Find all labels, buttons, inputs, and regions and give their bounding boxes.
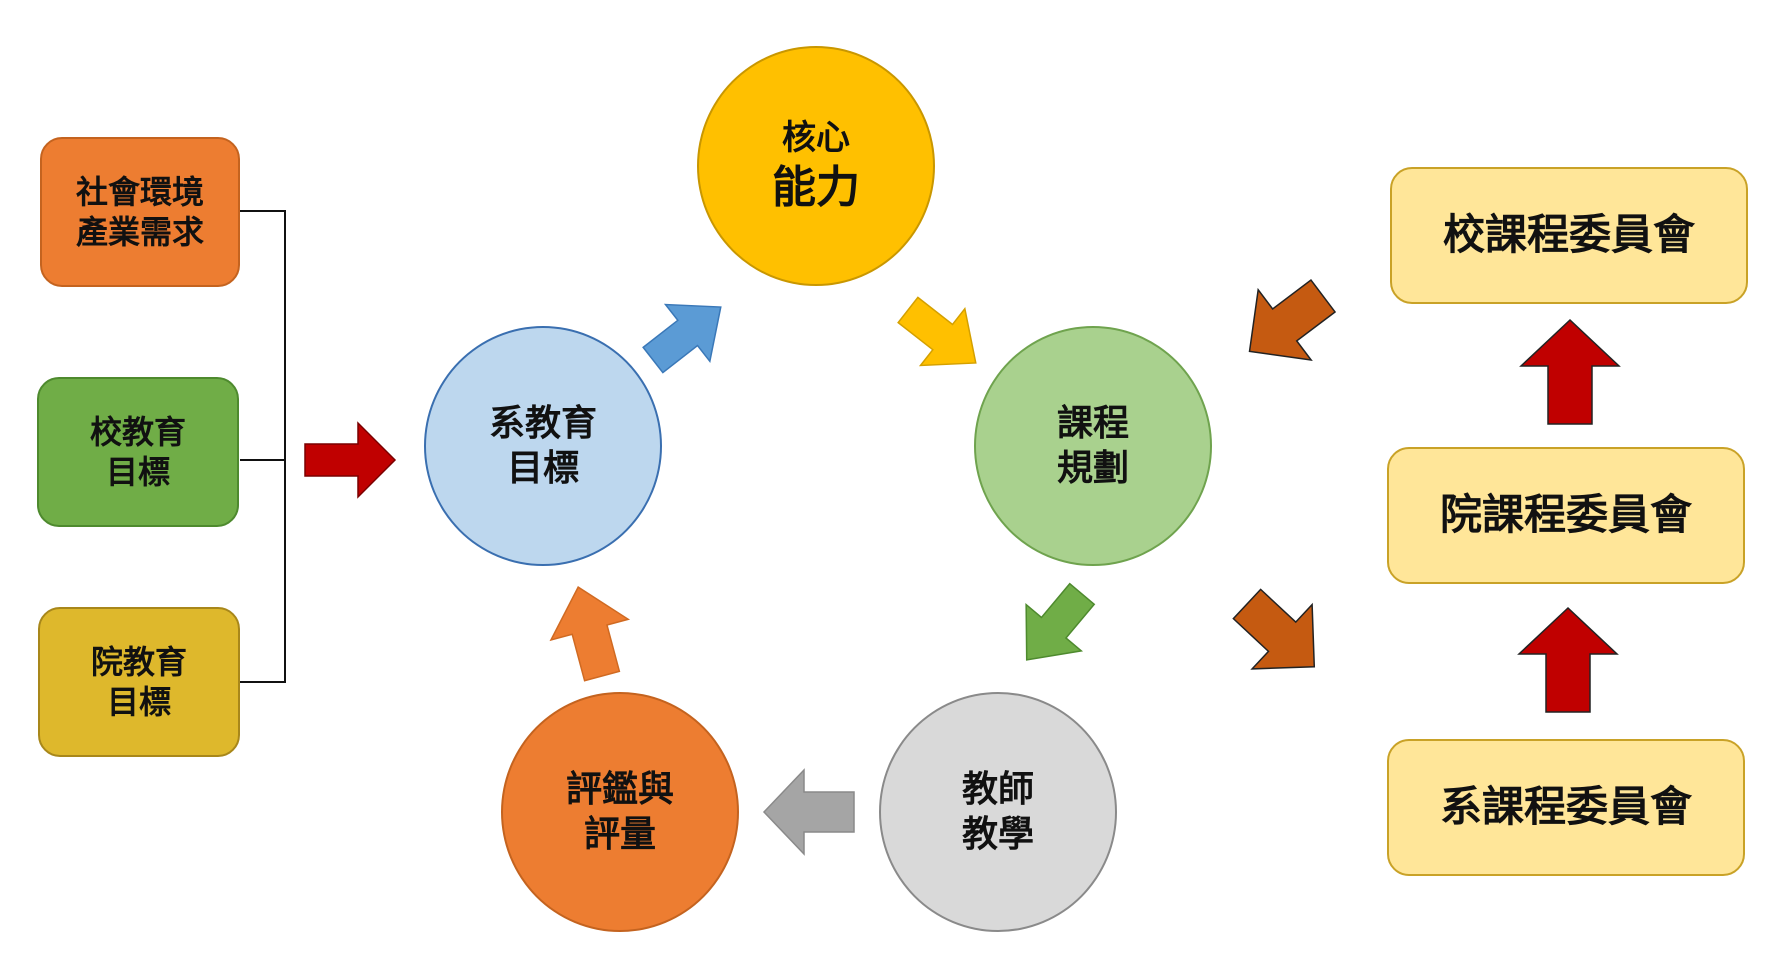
input-box-college-goals: 院教育 目標 <box>38 607 240 757</box>
committee-box-college: 院課程委員會 <box>1387 447 1745 584</box>
committee-box-school: 校課程委員會 <box>1390 167 1748 304</box>
committee-label: 校課程委員會 <box>1442 210 1695 260</box>
circle-label-line: 核心 <box>782 118 850 159</box>
circle-label-line: 系教育 <box>488 403 597 444</box>
input-box-school-goals: 校教育 目標 <box>37 377 239 527</box>
input-box-line: 目標 <box>106 683 171 721</box>
gray-arrow-to-assessment <box>762 768 855 856</box>
circle-assessment: 評鑑與 評量 <box>501 692 739 932</box>
green-arrow-to-teaching <box>1025 582 1096 661</box>
circle-label-line: 評量 <box>583 814 656 855</box>
input-box-line: 院教育 <box>90 643 187 681</box>
orange-arrow-to-dept-goals <box>549 586 631 682</box>
circle-label-line: 教師 <box>961 769 1034 810</box>
blue-arrow-to-core-ability <box>642 303 722 374</box>
input-box-line: 目標 <box>105 453 170 491</box>
committee-label: 系課程委員會 <box>1439 782 1692 832</box>
red-right-arrow <box>304 421 397 499</box>
red-up-arrow-lower <box>1517 606 1619 713</box>
committee-label: 院課程委員會 <box>1439 490 1692 540</box>
brown-arrow-to-committees <box>1232 588 1316 670</box>
input-box-social-industry: 社會環境 產業需求 <box>40 137 240 287</box>
input-box-line: 社會環境 <box>75 173 204 211</box>
circle-label-line: 課程 <box>1056 403 1129 444</box>
yellow-arrow-to-curriculum <box>897 296 977 367</box>
circle-label-line: 教學 <box>961 814 1034 855</box>
circle-label-line: 評鑑與 <box>565 769 674 810</box>
circle-core-ability: 核心 能力 <box>697 46 935 286</box>
circle-label-line: 能力 <box>772 161 860 213</box>
circle-teacher-teaching: 教師 教學 <box>879 692 1117 932</box>
red-up-arrow-upper <box>1519 318 1621 425</box>
circle-curriculum-planning: 課程 規劃 <box>974 326 1212 566</box>
circle-label-line: 目標 <box>506 448 579 489</box>
brown-arrow-from-committees <box>1248 278 1337 362</box>
committee-box-dept: 系課程委員會 <box>1387 739 1745 876</box>
circle-dept-goals: 系教育 目標 <box>424 326 662 566</box>
input-box-line: 產業需求 <box>75 213 204 251</box>
input-bracket-line <box>240 210 286 683</box>
input-box-line: 校教育 <box>89 413 186 451</box>
circle-label-line: 規劃 <box>1056 448 1129 489</box>
